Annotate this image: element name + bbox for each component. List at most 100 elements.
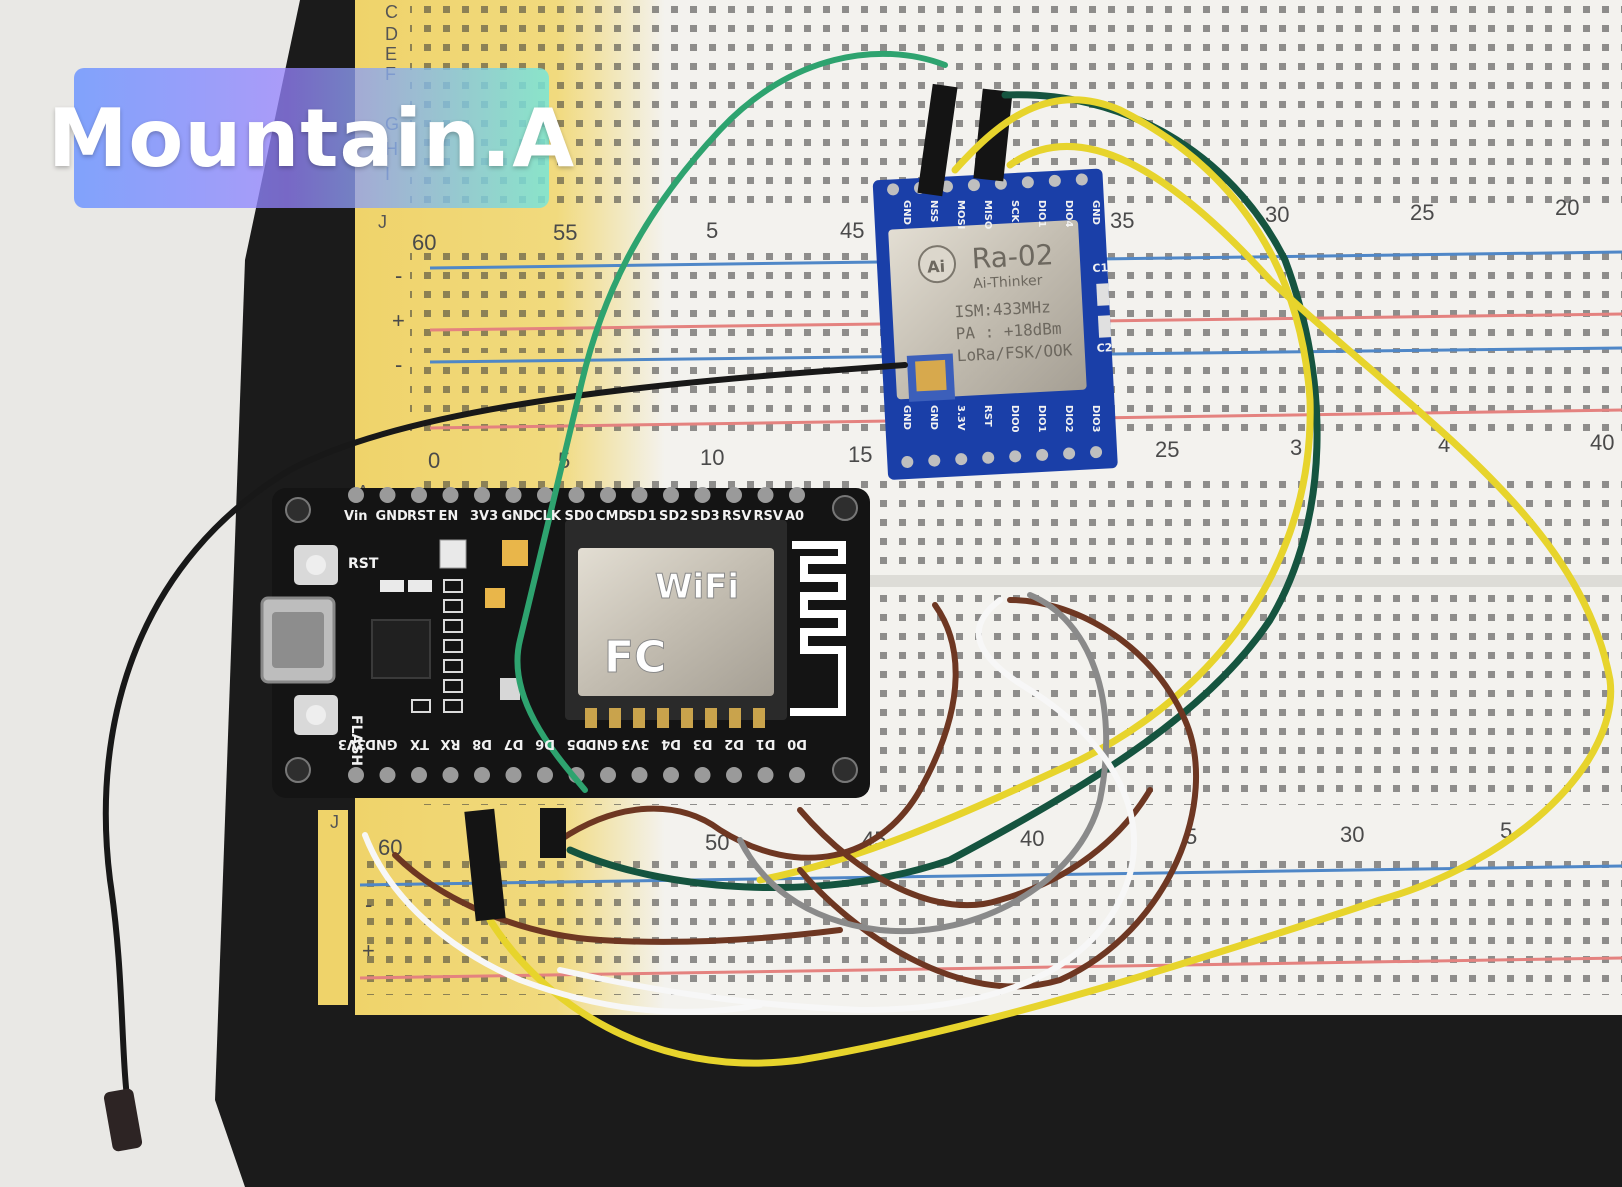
rail-plus-label: +	[392, 308, 405, 333]
column-number: 15	[848, 442, 872, 467]
pin-label: GND	[585, 736, 618, 751]
column-number: 25	[1155, 437, 1179, 462]
rail-minus-label: -	[395, 352, 402, 377]
column-number: 30	[1340, 822, 1364, 847]
lora-pin	[955, 453, 968, 466]
rail-minus-label: -	[365, 892, 372, 917]
esp-bottom-pin-row	[348, 767, 805, 783]
row-letter: D	[385, 24, 398, 44]
esp-top-pin-row	[348, 487, 805, 503]
pin-label: D0	[787, 736, 807, 751]
module-pad	[681, 708, 693, 728]
row-letter: E	[385, 44, 397, 64]
wifi-logo: WiFi	[655, 567, 739, 607]
header-pin	[474, 487, 490, 503]
column-number: 60	[412, 230, 436, 255]
pin-label: D1	[756, 736, 776, 751]
header-pin	[757, 487, 774, 503]
pin-label: RX	[440, 736, 460, 751]
mounting-hole	[832, 495, 858, 521]
lora-pin	[887, 183, 900, 196]
pin-label: D2	[724, 736, 744, 751]
row-letter: C	[385, 2, 398, 22]
pin-label: SD3	[691, 509, 720, 524]
pin-label: CLK	[533, 509, 562, 524]
pin-label: 3V3	[338, 736, 366, 751]
shield-model: Ra-02	[971, 238, 1054, 275]
lora-ra02-module: Ai Ra-02 Ai-Thinker ISM:433MHz PA : +18d…	[872, 168, 1118, 480]
column-number: 5	[706, 218, 718, 243]
pin-label: RSV	[754, 509, 783, 524]
row-letter: J	[330, 812, 339, 832]
header-pin	[537, 487, 553, 503]
pin-label: GND	[901, 200, 912, 225]
header-pin	[631, 487, 648, 503]
lora-pin	[1075, 173, 1088, 186]
header-pin	[379, 487, 396, 503]
header-pin	[694, 487, 711, 503]
column-number: 25	[1410, 200, 1434, 225]
header-pin	[348, 487, 364, 503]
header-pin	[694, 767, 711, 783]
pin-label: GND	[1090, 200, 1101, 225]
antenna-tip	[103, 1088, 143, 1152]
pin-label: SD0	[565, 509, 594, 524]
side-label: C1	[1092, 261, 1108, 275]
pin-label: CMD	[596, 509, 629, 524]
lora-pin	[1063, 447, 1076, 460]
header-pin	[411, 487, 427, 503]
header-pin	[442, 487, 459, 503]
column-number: 55	[553, 220, 577, 245]
lora-pin	[1009, 450, 1022, 463]
pin-label: TX	[410, 736, 429, 751]
header-pin	[442, 767, 459, 783]
column-number: 45	[840, 218, 864, 243]
lora-pin	[1036, 448, 1049, 461]
pin-label: 3V3	[470, 509, 498, 524]
pin-label: DIO1	[1036, 200, 1047, 228]
header-pin	[411, 767, 427, 783]
pin-label: GND	[376, 509, 409, 524]
column-number: 40	[1590, 430, 1614, 455]
header-pin	[726, 487, 742, 503]
column-number: 30	[1265, 202, 1289, 227]
header-pin	[379, 767, 396, 783]
header-pin	[757, 767, 774, 783]
header-pin	[631, 767, 648, 783]
header-pin	[789, 767, 805, 783]
rail-minus-label: -	[395, 263, 402, 288]
header-pin	[600, 487, 616, 503]
lora-pin	[982, 451, 995, 464]
pin-label: DIO1	[1036, 405, 1047, 433]
flash-button-label: FLASH	[348, 715, 364, 766]
jumper-wires	[102, 50, 1615, 1152]
pin-label: NSS	[928, 200, 939, 222]
module-pad	[729, 708, 741, 728]
module-pad	[585, 708, 597, 728]
pin-label: SD1	[628, 509, 657, 524]
header-pin	[537, 767, 553, 783]
pin-label: DIO4	[1063, 200, 1074, 228]
column-number: 35	[1110, 208, 1134, 233]
pin-label: RST	[982, 405, 993, 427]
header-pin	[505, 487, 522, 503]
esp8266-nodemcu-board: /* pins drawn by script below */ RST FLA…	[260, 487, 870, 798]
pcb-antenna	[790, 541, 846, 716]
side-label: C2	[1096, 341, 1112, 355]
mounting-hole	[285, 497, 311, 523]
jumper-header	[917, 83, 958, 197]
header-pin	[600, 767, 616, 783]
lower-column-numbers: J 60 50 45 40 5 30 5	[330, 812, 1512, 860]
header-pin	[348, 767, 364, 783]
watermark-text: Mountain.A	[47, 91, 576, 185]
column-number: 20	[1555, 195, 1579, 220]
ipex-antenna-connector	[915, 359, 947, 392]
rail-plus-label: +	[362, 938, 375, 963]
lora-pin	[928, 454, 941, 467]
pin-label: DIO0	[1009, 405, 1020, 433]
column-number: 3	[1290, 435, 1302, 460]
lora-pin	[901, 455, 914, 468]
